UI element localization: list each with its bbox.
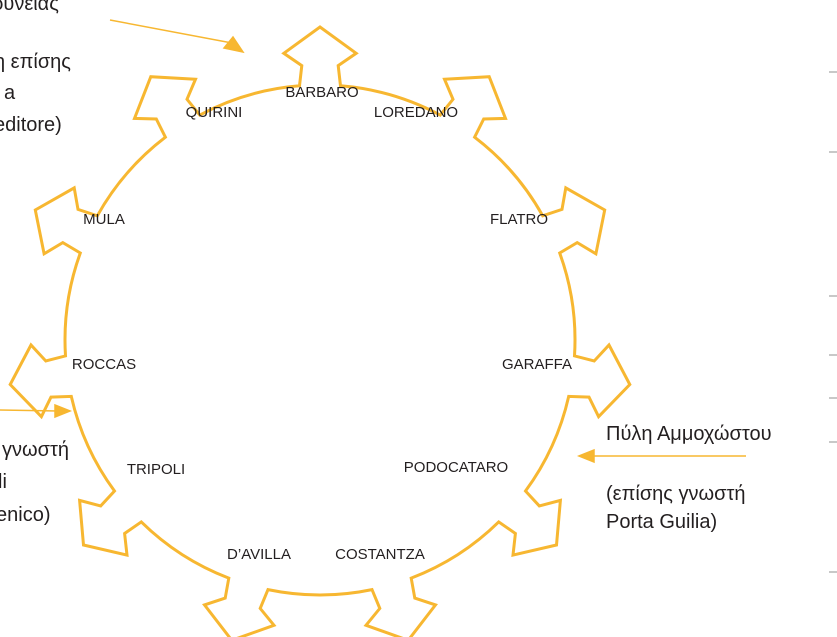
right-edge-ticks [829, 71, 837, 573]
kyrenia-gate-alt-line3: editore) [0, 114, 62, 136]
bastion-label-barbaro: BARBARO [285, 84, 358, 101]
famagusta-gate-alt-line2: Porta Guilia) [606, 511, 717, 533]
gate-arrows [0, 19, 746, 464]
kyrenia-gate-caption: ρυνείας η επίσης a editore) [0, 0, 71, 136]
paphos-gate-alt-line3: enico) [0, 504, 50, 526]
kyrenia-gate-alt-line1: η επίσης [0, 51, 71, 73]
paphos-gate-arrow [0, 409, 59, 412]
famagusta-gate-arrowhead [576, 448, 595, 464]
bastion-label-davilla: D’AVILLA [227, 546, 291, 563]
bastion-label-podocataro: PODOCATARO [404, 459, 508, 476]
famagusta-gate-name: Πύλη Αμμοχώστου [606, 423, 772, 445]
bastion-labels: BARBARO LOREDANO FLATRO GARAFFA PODOCATA… [72, 84, 572, 563]
kyrenia-gate-arrowhead [222, 35, 245, 54]
paphos-gate-alt-line1: γνωστή [2, 439, 69, 461]
kyrenia-gate-arrow [109, 19, 233, 44]
bastion-label-flatro: FLATRO [490, 211, 548, 228]
bastion-label-roccas: ROCCAS [72, 356, 136, 373]
bastion-label-quirini: QUIRINI [186, 104, 243, 121]
paphos-gate-caption: γνωστή li enico) [0, 439, 69, 526]
bastion-label-costantza: COSTANTZA [335, 546, 425, 563]
famagusta-gate-alt-line1: (επίσης γνωστή [606, 483, 745, 505]
bastion-label-loredano: LOREDANO [374, 104, 458, 121]
bastion-label-tripoli: TRIPOLI [127, 461, 185, 478]
bastion-label-garaffa: GARAFFA [502, 356, 572, 373]
paphos-gate-alt-line2: li [0, 471, 7, 493]
kyrenia-gate-alt-line2: a [4, 82, 16, 104]
kyrenia-gate-name-fragment: ρυνείας [0, 0, 59, 15]
famagusta-gate-caption: Πύλη Αμμοχώστου (επίσης γνωστή Porta Gui… [606, 423, 772, 533]
bastion-label-mula: MULA [83, 211, 125, 228]
paphos-gate-arrowhead [54, 403, 73, 419]
city-wall-outline [8, 25, 632, 637]
